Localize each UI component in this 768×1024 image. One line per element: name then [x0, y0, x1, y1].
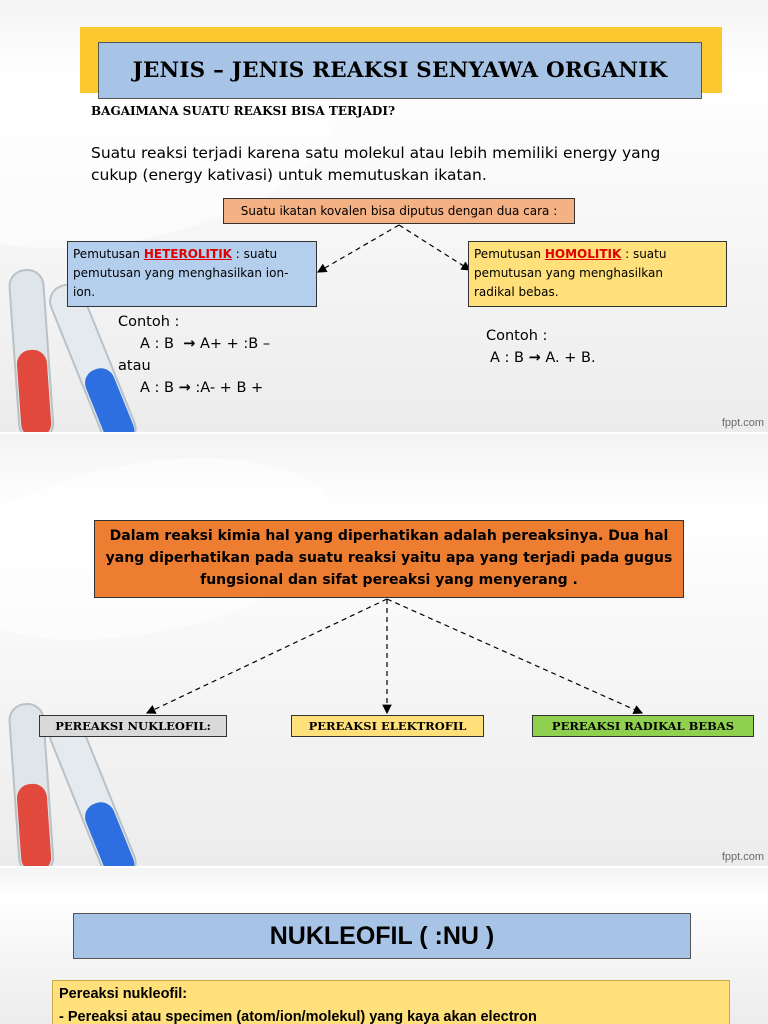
footer-logo: fppt.com	[721, 417, 764, 429]
heterolitik-line-3: ion.	[73, 285, 96, 299]
intro-line-1: Suatu reaksi terjadi karena satu molekul…	[91, 144, 661, 162]
reactant-info-box: Dalam reaksi kimia hal yang diperhatikan…	[94, 520, 684, 598]
reactant-info-line-2: yang diperhatikan pada suatu reaksi yait…	[105, 550, 673, 566]
heterolitik-keyword: HETEROLITIK	[143, 247, 232, 261]
reaction-arrow-icon: →	[183, 336, 196, 352]
example-label-left: Contoh :	[118, 314, 180, 330]
connector-lines	[316, 224, 472, 273]
reaction-arrow-icon: →	[178, 380, 191, 396]
nukleofil-definition-box: Pereaksi nukleofil: - Pereaksi atau spec…	[52, 980, 730, 1024]
homolitik-keyword: HOMOLITIK	[544, 247, 622, 261]
reactant-info-line-1: Dalam reaksi kimia hal yang diperhatikan…	[109, 528, 669, 544]
slide-1: JENIS – JENIS REAKSI SENYAWA ORGANIK BAG…	[0, 0, 768, 432]
equation-2-left: A : B	[140, 380, 174, 396]
question-heading: BAGAIMANA SUATU REAKSI BISA TERJADI?	[91, 104, 395, 118]
page-title: JENIS – JENIS REAKSI SENYAWA ORGANIK	[98, 42, 702, 99]
arrow-left	[316, 224, 400, 273]
equation-1-right: A+ + :B –	[199, 336, 271, 352]
elektrofil-box: PEREAKSI ELEKTROFIL	[291, 715, 484, 737]
homolitik-example: Contoh : A : B → A. + B.	[486, 325, 596, 369]
arrow-right	[398, 224, 472, 271]
intro-paragraph: Suatu reaksi terjadi karena satu molekul…	[91, 142, 691, 186]
arrow-nukleofil	[145, 598, 388, 714]
reactant-info-line-3: fungsional dan sifat pereaksi yang menye…	[200, 572, 578, 588]
heterolitik-box: Pemutusan HETEROLITIK : suatu pemutusan …	[67, 241, 317, 307]
equation-2: A : B → :A- + B +	[118, 377, 270, 399]
heterolitik-line1-rest: : suatu	[231, 247, 278, 261]
heterolitik-prefix: Pemutusan	[73, 247, 144, 261]
equation-1: A : B → A+ + :B –	[118, 333, 270, 355]
nukleofil-definition-heading: Pereaksi nukleofil:	[59, 986, 188, 1002]
equation-3-right: A. + B.	[545, 350, 596, 366]
covalent-bond-box: Suatu ikatan kovalen bisa diputus dengan…	[223, 198, 575, 224]
footer-logo: fppt.com	[721, 851, 764, 863]
equation-3: A : B → A. + B.	[486, 347, 596, 369]
intro-line-2: cukup (energy kativasi) untuk memutuskan…	[91, 166, 487, 184]
heterolitik-line-2: pemutusan yang menghasilkan ion-	[73, 266, 289, 280]
equation-1-left: A : B	[140, 336, 174, 352]
slide-2: Dalam reaksi kimia hal yang diperhatikan…	[0, 434, 768, 866]
connector-lines	[145, 598, 644, 715]
test-tubes-icon	[8, 703, 137, 866]
heterolitik-example: Contoh : A : B → A+ + :B – atau A : B → …	[118, 311, 270, 399]
homolitik-box: Pemutusan HOMOLITIK : suatu pemutusan ya…	[468, 241, 727, 307]
equation-2-right: :A- + B +	[195, 380, 264, 396]
test-tubes-icon	[8, 269, 137, 432]
equation-3-left: A : B	[490, 350, 524, 366]
nukleofil-definition-line-1: - Pereaksi atau specimen (atom/ion/molek…	[59, 1009, 537, 1024]
homolitik-line-3: radikal bebas.	[474, 285, 559, 299]
slide-3: NUKLEOFIL ( :NU ) Pereaksi nukleofil: - …	[0, 868, 768, 1024]
homolitik-line1-rest: : suatu	[621, 247, 667, 261]
slide-3-title: NUKLEOFIL ( :NU )	[73, 913, 691, 959]
homolitik-line-2: pemutusan yang menghasilkan	[474, 266, 663, 280]
nukleofil-box: PEREAKSI NUKLEOFIL:	[39, 715, 227, 737]
example-label-right: Contoh :	[486, 328, 548, 344]
reaction-arrow-icon: →	[528, 350, 541, 366]
atau-label: atau	[118, 358, 151, 374]
radikal-bebas-box: PEREAKSI RADIKAL BEBAS	[532, 715, 754, 737]
arrow-radikal	[386, 598, 644, 714]
homolitik-prefix: Pemutusan	[474, 247, 545, 261]
